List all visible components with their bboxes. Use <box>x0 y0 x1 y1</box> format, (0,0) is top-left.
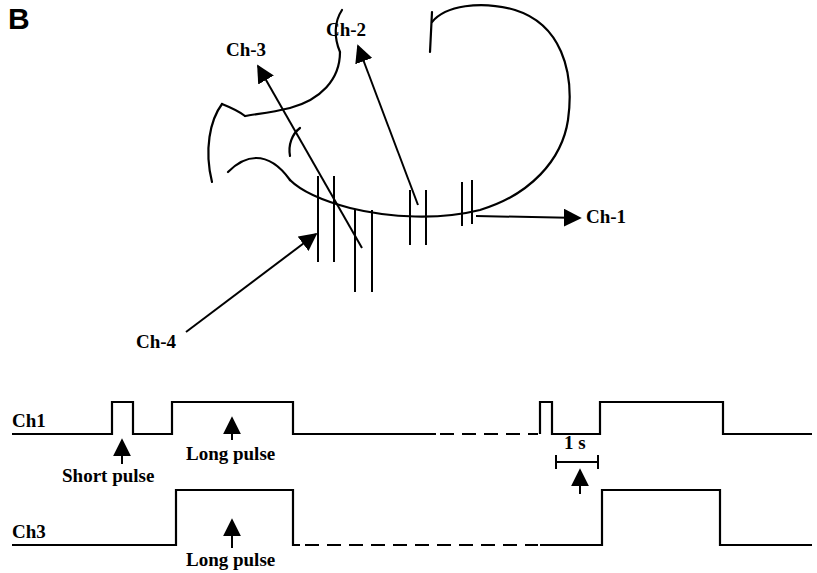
pulse-label: Long pulse <box>186 444 275 465</box>
electrode <box>461 182 463 226</box>
interval-label: 1 s <box>564 433 586 454</box>
duodenum <box>222 104 245 116</box>
leader-arrow <box>186 234 316 332</box>
lesser-curvature <box>245 52 340 116</box>
pointer-arrow <box>231 418 233 440</box>
ch1-waveform-gap <box>440 433 538 435</box>
leader-arrow <box>476 216 580 218</box>
esophagus-wall <box>430 12 432 52</box>
pointer-arrow <box>231 520 233 548</box>
channel-label: Ch-2 <box>326 20 366 41</box>
ch3-waveform <box>540 490 812 545</box>
greater-curvature <box>290 5 570 216</box>
duodenum <box>228 158 290 180</box>
channel-label: Ch-1 <box>586 207 626 228</box>
pulse-label: Short pulse <box>62 466 154 487</box>
channel-label: Ch-3 <box>226 40 266 61</box>
ch1-waveform <box>12 402 436 434</box>
electrode <box>409 190 411 245</box>
leader-arrow <box>358 46 418 205</box>
ch3-waveform <box>12 490 300 545</box>
duodenum <box>208 104 222 182</box>
ch1-waveform <box>540 402 812 434</box>
electrode <box>317 176 319 262</box>
pointer-arrow <box>121 440 123 464</box>
pulse-label: Long pulse <box>186 550 275 571</box>
interval-marker <box>555 455 557 469</box>
electrode <box>371 210 373 292</box>
electrode <box>425 190 427 245</box>
electrode <box>471 180 473 224</box>
panel-letter: B <box>8 2 30 35</box>
electrode <box>333 176 335 262</box>
ch3-waveform-gap <box>305 544 538 546</box>
electrode <box>354 210 356 292</box>
leader-arrow <box>258 66 362 248</box>
channel-label: Ch-4 <box>136 332 176 353</box>
interval-marker <box>597 455 599 469</box>
signal-name: Ch1 <box>12 411 46 432</box>
signal-name: Ch3 <box>12 522 46 543</box>
interval-marker <box>556 461 598 463</box>
pointer-arrow <box>579 470 581 494</box>
